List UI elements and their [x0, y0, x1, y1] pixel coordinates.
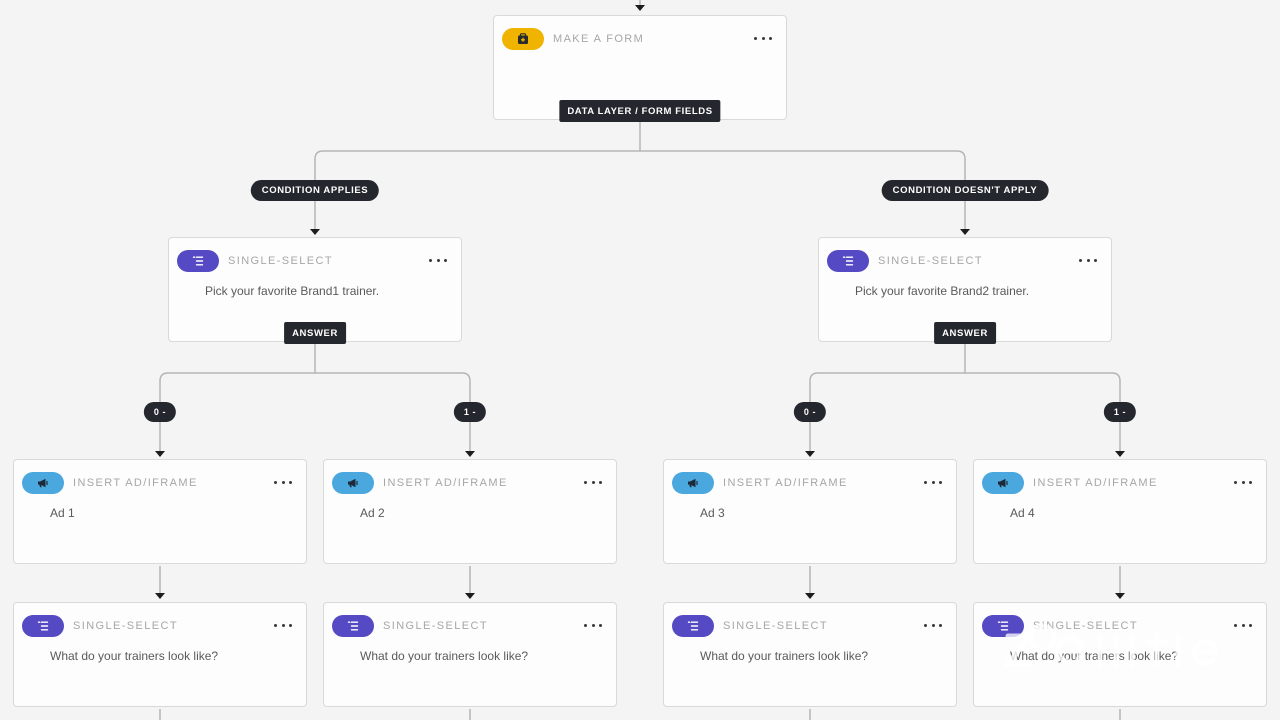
megaphone-icon [982, 472, 1024, 494]
single-select-node-brand2[interactable]: SINGLE-SELECT Pick your favorite Brand2 … [818, 237, 1112, 342]
more-options-icon[interactable] [1234, 474, 1252, 490]
megaphone-icon [22, 472, 64, 494]
more-options-icon[interactable] [429, 252, 447, 268]
more-options-icon[interactable] [274, 474, 292, 490]
insert-ad-node-4[interactable]: INSERT AD/IFRAME Ad 4 [973, 459, 1267, 564]
insert-ad-node-2[interactable]: INSERT AD/IFRAME Ad 2 [323, 459, 617, 564]
condition-not-applies-tag[interactable]: CONDITION DOESN'T APPLY [881, 180, 1049, 201]
answer-0-tag[interactable]: 0 - [793, 402, 827, 422]
list-icon [177, 250, 219, 272]
make-form-node[interactable]: MAKE A FORM [493, 15, 787, 120]
node-description: Pick your favorite Brand1 trainer. [205, 284, 380, 298]
brand-logo-icon [1002, 623, 1219, 667]
more-options-icon[interactable] [584, 617, 602, 633]
more-options-icon[interactable] [924, 474, 942, 490]
node-type-label: SINGLE-SELECT [723, 620, 829, 632]
list-icon [982, 615, 1024, 637]
more-options-icon[interactable] [924, 617, 942, 633]
node-type-label: MAKE A FORM [553, 33, 645, 45]
answer-output-tag[interactable]: ANSWER [284, 322, 346, 344]
node-type-label: SINGLE-SELECT [383, 620, 489, 632]
megaphone-icon [332, 472, 374, 494]
node-description: Pick your favorite Brand2 trainer. [855, 284, 1030, 298]
form-icon [502, 28, 544, 50]
node-type-label: SINGLE-SELECT [1033, 620, 1139, 632]
megaphone-icon [672, 472, 714, 494]
node-description: What do your trainers look like? [360, 649, 529, 663]
more-options-icon[interactable] [274, 617, 292, 633]
node-type-label: INSERT AD/IFRAME [73, 477, 198, 489]
node-description: What do your trainers look like? [1010, 649, 1179, 663]
single-select-node-followup-3[interactable]: SINGLE-SELECT What do your trainers look… [663, 602, 957, 707]
list-icon [672, 615, 714, 637]
node-type-label: SINGLE-SELECT [878, 255, 984, 267]
node-description: Ad 4 [1010, 506, 1035, 520]
node-type-label: INSERT AD/IFRAME [383, 477, 508, 489]
single-select-node-followup-1[interactable]: SINGLE-SELECT What do your trainers look… [13, 602, 307, 707]
node-description: Ad 1 [50, 506, 75, 520]
answer-0-tag[interactable]: 0 - [143, 402, 177, 422]
node-type-label: INSERT AD/IFRAME [723, 477, 848, 489]
list-icon [22, 615, 64, 637]
node-type-label: SINGLE-SELECT [228, 255, 334, 267]
more-options-icon[interactable] [754, 30, 772, 46]
single-select-node-brand1[interactable]: SINGLE-SELECT Pick your favorite Brand1 … [168, 237, 462, 342]
node-description: What do your trainers look like? [50, 649, 219, 663]
answer-output-tag[interactable]: ANSWER [934, 322, 996, 344]
list-icon [332, 615, 374, 637]
node-description: Ad 3 [700, 506, 725, 520]
insert-ad-node-1[interactable]: INSERT AD/IFRAME Ad 1 [13, 459, 307, 564]
single-select-node-followup-2[interactable]: SINGLE-SELECT What do your trainers look… [323, 602, 617, 707]
insert-ad-node-3[interactable]: INSERT AD/IFRAME Ad 3 [663, 459, 957, 564]
node-description: What do your trainers look like? [700, 649, 869, 663]
node-type-label: SINGLE-SELECT [73, 620, 179, 632]
more-options-icon[interactable] [584, 474, 602, 490]
more-options-icon[interactable] [1234, 617, 1252, 633]
node-type-label: INSERT AD/IFRAME [1033, 477, 1158, 489]
answer-1-tag[interactable]: 1 - [1103, 402, 1137, 422]
list-icon [827, 250, 869, 272]
node-description: Ad 2 [360, 506, 385, 520]
condition-applies-tag[interactable]: CONDITION APPLIES [250, 180, 380, 201]
more-options-icon[interactable] [1079, 252, 1097, 268]
answer-1-tag[interactable]: 1 - [453, 402, 487, 422]
data-layer-output-tag[interactable]: DATA LAYER / FORM FIELDS [559, 100, 721, 122]
